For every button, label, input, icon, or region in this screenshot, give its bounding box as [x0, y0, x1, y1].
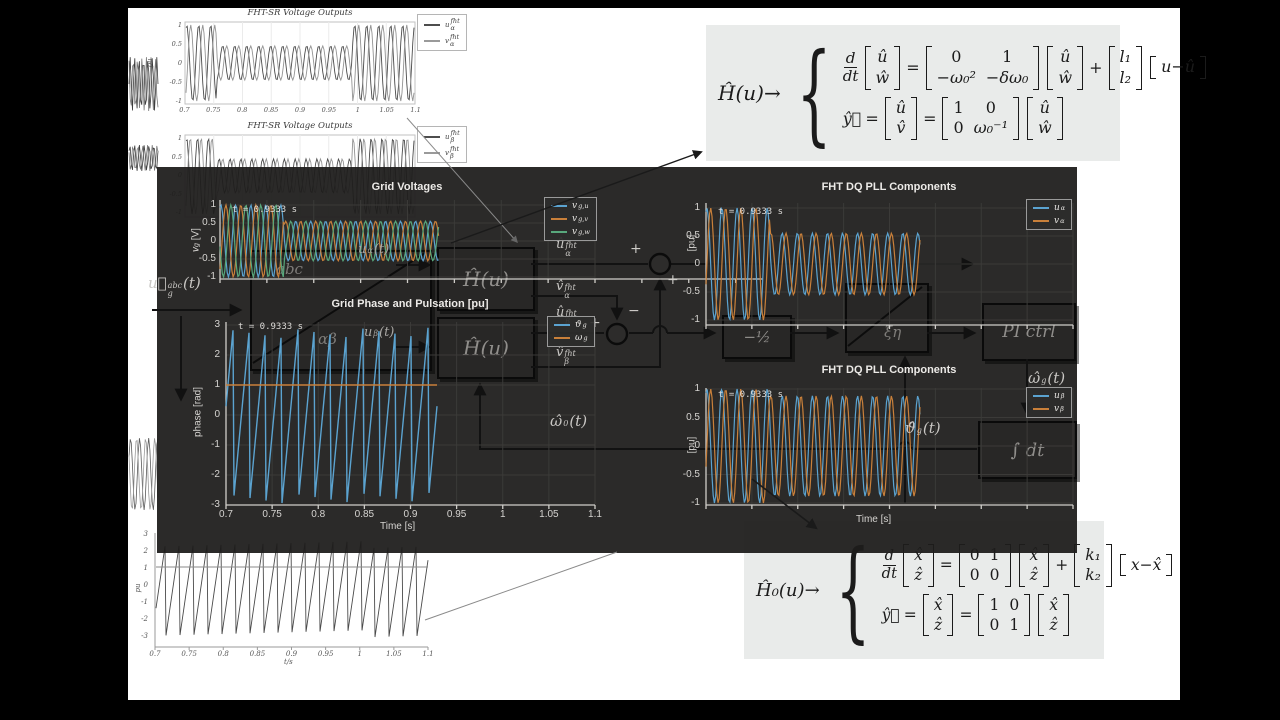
signal-label-theta-g-hat: ϑ̂g(t) — [905, 419, 941, 437]
clarke-abc-label: abc — [276, 260, 303, 278]
plot-title: FHT-SR Voltage Outputs — [247, 8, 353, 18]
fht-sr-block-beta: Ĥ(u) — [437, 317, 535, 379]
time-annotation: t = 0.9333 s — [238, 322, 304, 332]
x-axis-label: Time [s] — [856, 514, 892, 525]
sum-plus-sign: + — [667, 272, 679, 288]
plot-title: FHT DQ PLL Components — [821, 364, 957, 376]
equation-lhs: Ĥ(u)→ — [718, 81, 781, 105]
time-annotation: t = 0.9333 s — [232, 205, 298, 215]
equation-lhs: Ĥ₀(u)→ — [756, 579, 820, 601]
y-axis-label: pu — [134, 583, 142, 593]
signal-label-omega-g-hat: ω̂g(t) — [1028, 369, 1066, 387]
gain-minus-half-block: −½ — [722, 315, 792, 359]
clarke-alphabeta-label: αβ — [318, 330, 337, 348]
normalization-label: ξη — [884, 323, 902, 341]
x-axis-label: Time [s] — [380, 521, 416, 532]
signal-label-omega0-hat: ω̂0(t) — [550, 412, 588, 430]
sum-minus-sign: − — [628, 303, 640, 319]
x-axis-label: t/s — [284, 658, 293, 666]
y-axis-label: pu — [146, 58, 154, 68]
pi-controller-block: PI ctrl — [982, 303, 1076, 361]
brace-glyph: { — [796, 29, 832, 157]
integrator-block: ∫ dt — [978, 421, 1077, 479]
plot-title: FHT DQ PLL Components — [821, 181, 957, 193]
sum-plus-sign: + — [630, 241, 642, 257]
plot-title: Grid Voltages — [371, 181, 443, 193]
time-annotation: t = 0.9333 s — [718, 390, 784, 400]
normalization-block — [845, 283, 929, 353]
plot-title: FHT-SR Voltage Outputs — [247, 121, 353, 131]
plot-title: Grid Phase and Pulsation [pu] — [331, 298, 489, 310]
time-annotation: t = 0.9333 s — [718, 207, 784, 217]
brace-glyph: { — [835, 526, 871, 654]
